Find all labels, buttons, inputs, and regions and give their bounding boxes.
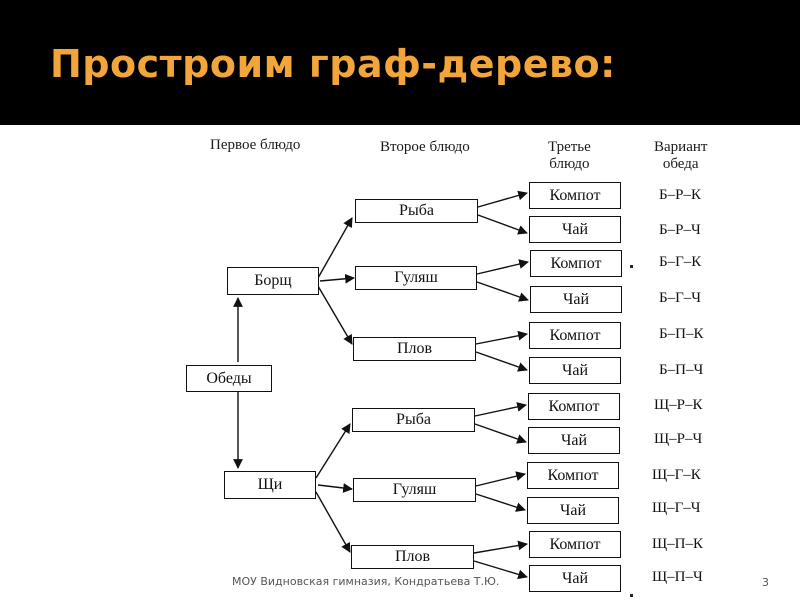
node-second-gulyash-2: Гуляш: [353, 478, 476, 502]
variant-code: Щ–Р–Ч: [654, 431, 703, 447]
header-third-course: Третье блюдо: [548, 139, 591, 172]
node-third-kompot-4: Компот: [528, 393, 620, 420]
page-number: 3: [762, 576, 769, 589]
variant-code: Щ–П–Ч: [652, 569, 703, 585]
edge-gulyash1-kompot: [476, 259, 529, 275]
edge-plov1-chay: [475, 351, 528, 372]
edge-borshch-gulyash: [319, 273, 355, 284]
node-second-ryba-1: Рыба: [355, 199, 478, 223]
variant-code: Б–П–Ч: [659, 362, 704, 378]
slide-header: Простроим граф-дерево:: [0, 0, 800, 125]
node-third-kompot-2: Компот: [530, 250, 622, 277]
node-third-chay-5: Чай: [527, 497, 619, 524]
scan-speck: [630, 265, 633, 268]
node-root: Обеды: [186, 365, 272, 392]
slide-footer: МОУ Видновская гимназия, Кондратьева Т.Ю…: [232, 575, 500, 588]
variant-code: Щ–П–К: [652, 536, 703, 552]
node-third-chay-4: Чай: [528, 427, 620, 454]
edge-ryba2-kompot: [474, 402, 527, 417]
node-third-kompot-3: Компот: [529, 322, 621, 349]
edge-gulyash1-chay: [476, 281, 529, 302]
node-third-chay-6: Чай: [529, 565, 621, 592]
node-third-kompot-1: Компот: [529, 182, 621, 209]
header-gap: [0, 125, 800, 130]
edge-plov2-kompot: [473, 540, 528, 554]
node-second-plov-1: Плов: [353, 337, 476, 361]
edge-shchi-ryba: [315, 423, 351, 479]
edge-ryba1-kompot: [477, 190, 528, 208]
variant-code: Щ–Р–К: [654, 397, 703, 413]
node-third-kompot-5: Компот: [527, 462, 619, 489]
edge-shchi-plov: [315, 491, 351, 553]
variant-code: Б–Г–К: [659, 254, 702, 270]
node-third-chay-2: Чай: [530, 286, 622, 313]
edge-ryba2-chay: [474, 423, 527, 444]
header-first-course: Первое блюдо: [210, 137, 301, 153]
node-second-ryba-2: Рыба: [352, 408, 475, 432]
variant-code: Щ–Г–К: [652, 467, 701, 483]
variant-code: Б–Г–Ч: [659, 290, 702, 306]
edge-borshch-plov: [317, 285, 353, 345]
node-third-kompot-6: Компот: [529, 531, 621, 558]
node-second-gulyash-1: Гуляш: [355, 266, 477, 290]
variant-code: Б–Р–Ч: [659, 222, 701, 238]
edge-gulyash2-kompot: [475, 471, 526, 487]
header-second-course: Второе блюдо: [380, 139, 470, 155]
node-first-shchi: Щи: [224, 471, 316, 499]
header-variant: Вариант обеда: [654, 139, 708, 172]
node-first-borshch: Борщ: [227, 267, 319, 295]
edge-gulyash2-chay: [475, 493, 526, 512]
slide-title: Простроим граф-дерево:: [50, 42, 616, 86]
node-second-plov-2: Плов: [351, 545, 474, 569]
edge-plov1-kompot: [475, 330, 528, 345]
variant-code: Щ–Г–Ч: [652, 500, 701, 516]
node-third-chay-3: Чай: [529, 357, 621, 384]
edge-ryba1-chay: [477, 214, 528, 235]
node-third-chay-1: Чай: [529, 216, 621, 243]
edge-shchi-gulyash: [317, 483, 353, 493]
variant-code: Б–Р–К: [659, 187, 701, 203]
variant-code: Б–П–К: [659, 326, 704, 342]
edge-borshch-ryba: [317, 217, 353, 279]
edge-plov2-chay: [473, 560, 528, 580]
scan-speck: [630, 594, 633, 597]
